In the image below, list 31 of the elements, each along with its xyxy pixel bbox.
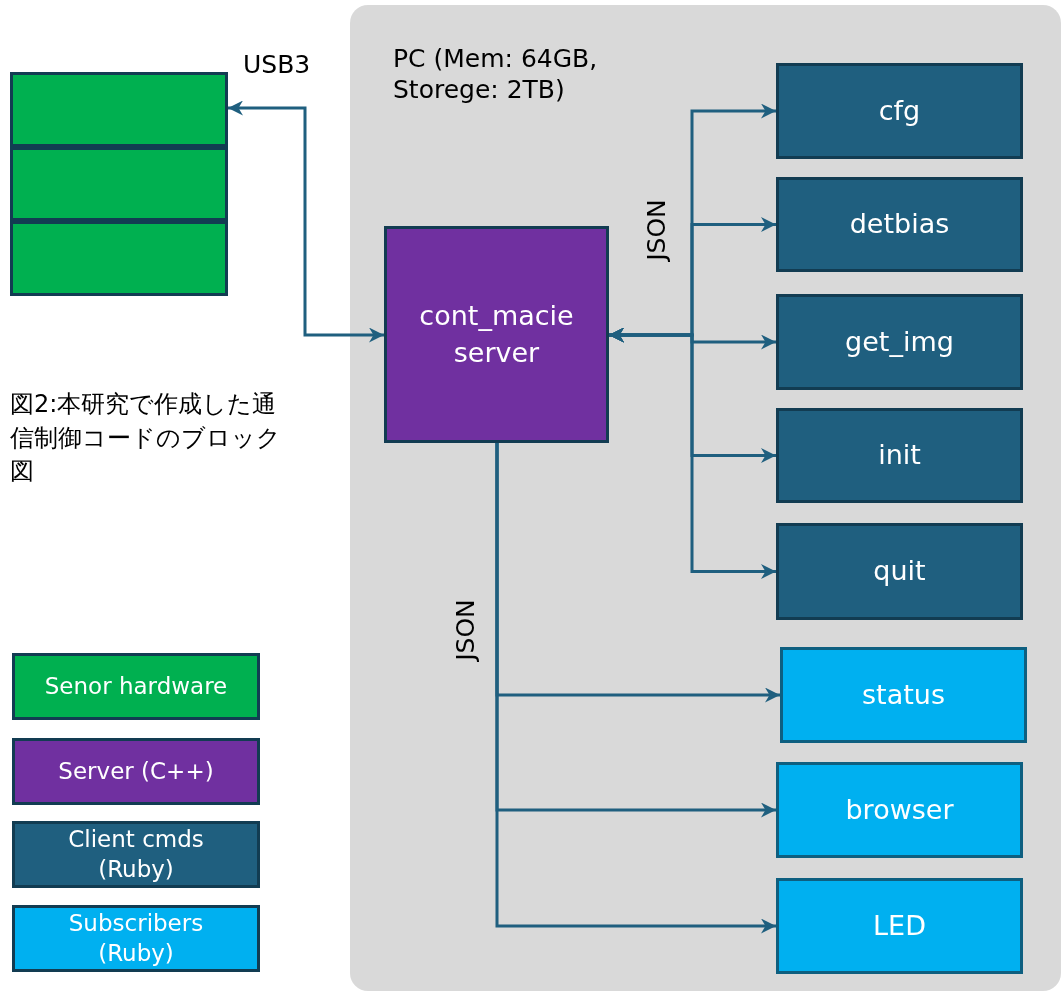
server-box bbox=[384, 226, 609, 443]
legend-label: Subscribers (Ruby) bbox=[67, 908, 205, 968]
node-label: quit bbox=[873, 554, 926, 589]
node-label: get_img bbox=[845, 324, 954, 359]
client-command-box bbox=[776, 177, 1023, 272]
node-label: cfg bbox=[878, 93, 921, 128]
pc-panel bbox=[350, 5, 1061, 991]
hardware-box bbox=[10, 72, 228, 147]
node-label: status bbox=[862, 677, 945, 712]
client-command-box bbox=[776, 63, 1023, 159]
caption: 図2:本研究で作成した通信制御コードのブロック図 bbox=[10, 389, 282, 488]
arrow bbox=[495, 443, 776, 934]
arrow bbox=[609, 327, 776, 579]
legend-label: Client cmds (Ruby) bbox=[67, 824, 205, 884]
client-command-box bbox=[776, 523, 1023, 620]
hardware-box bbox=[10, 221, 228, 296]
subscriber-box bbox=[780, 647, 1027, 743]
client-command-box bbox=[776, 294, 1023, 390]
hardware-box bbox=[10, 147, 228, 221]
legend-label: Server (C++) bbox=[58, 756, 214, 786]
node-label: cont_macie server bbox=[418, 299, 575, 370]
panel-heading: PC (Mem: 64GB, Storege: 2TB) bbox=[393, 43, 599, 106]
legend-label: Senor hardware bbox=[44, 671, 228, 701]
node-label: browser bbox=[845, 792, 954, 827]
node-label: detbias bbox=[849, 207, 950, 242]
node-label: LED bbox=[873, 908, 926, 943]
client-command-box bbox=[776, 408, 1023, 503]
subscriber-box bbox=[776, 878, 1023, 974]
arrow bbox=[228, 100, 384, 343]
node-label: init bbox=[878, 438, 921, 473]
subscriber-box bbox=[776, 762, 1023, 858]
